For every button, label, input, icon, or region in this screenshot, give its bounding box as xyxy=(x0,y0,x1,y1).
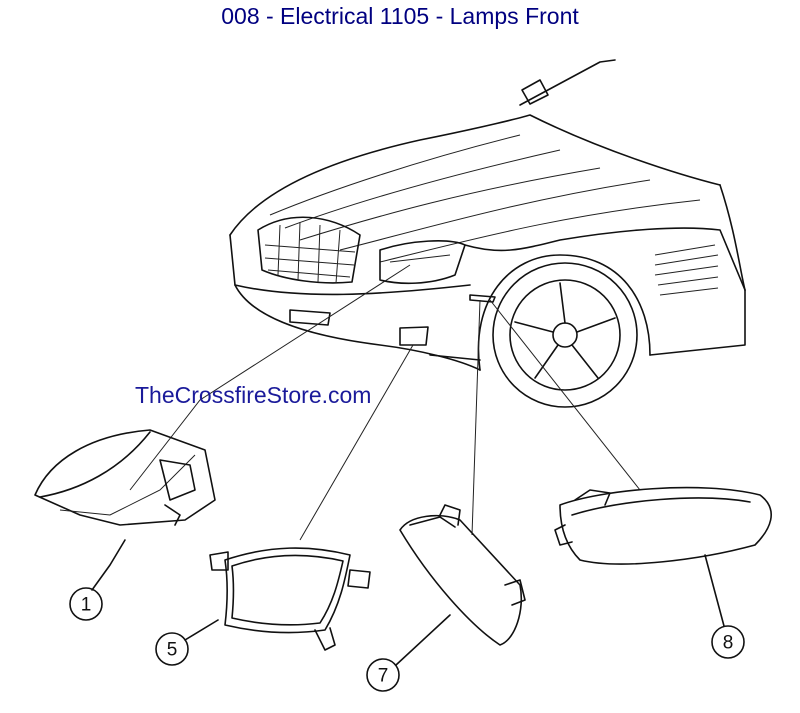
headlamp-part xyxy=(34,429,216,526)
callout-label: 5 xyxy=(167,640,178,661)
turn-signal-lamp-part xyxy=(554,486,772,565)
watermark-text: TheCrossfireStore.com xyxy=(135,382,372,408)
callout-5: 5 xyxy=(155,619,219,666)
side-marker-lamp-part xyxy=(399,504,526,646)
callout-label: 8 xyxy=(723,633,734,654)
callout-label: 7 xyxy=(378,666,389,687)
fog-lamp-part xyxy=(209,547,371,651)
diagram-title: 008 - Electrical 1105 - Lamps Front xyxy=(221,3,579,29)
callout-8: 8 xyxy=(704,554,745,659)
callout-1: 1 xyxy=(69,539,126,621)
leader-lines xyxy=(129,264,641,541)
callout-label: 1 xyxy=(81,595,92,616)
car-front-illustration xyxy=(229,59,746,408)
callout-7: 7 xyxy=(366,614,451,692)
